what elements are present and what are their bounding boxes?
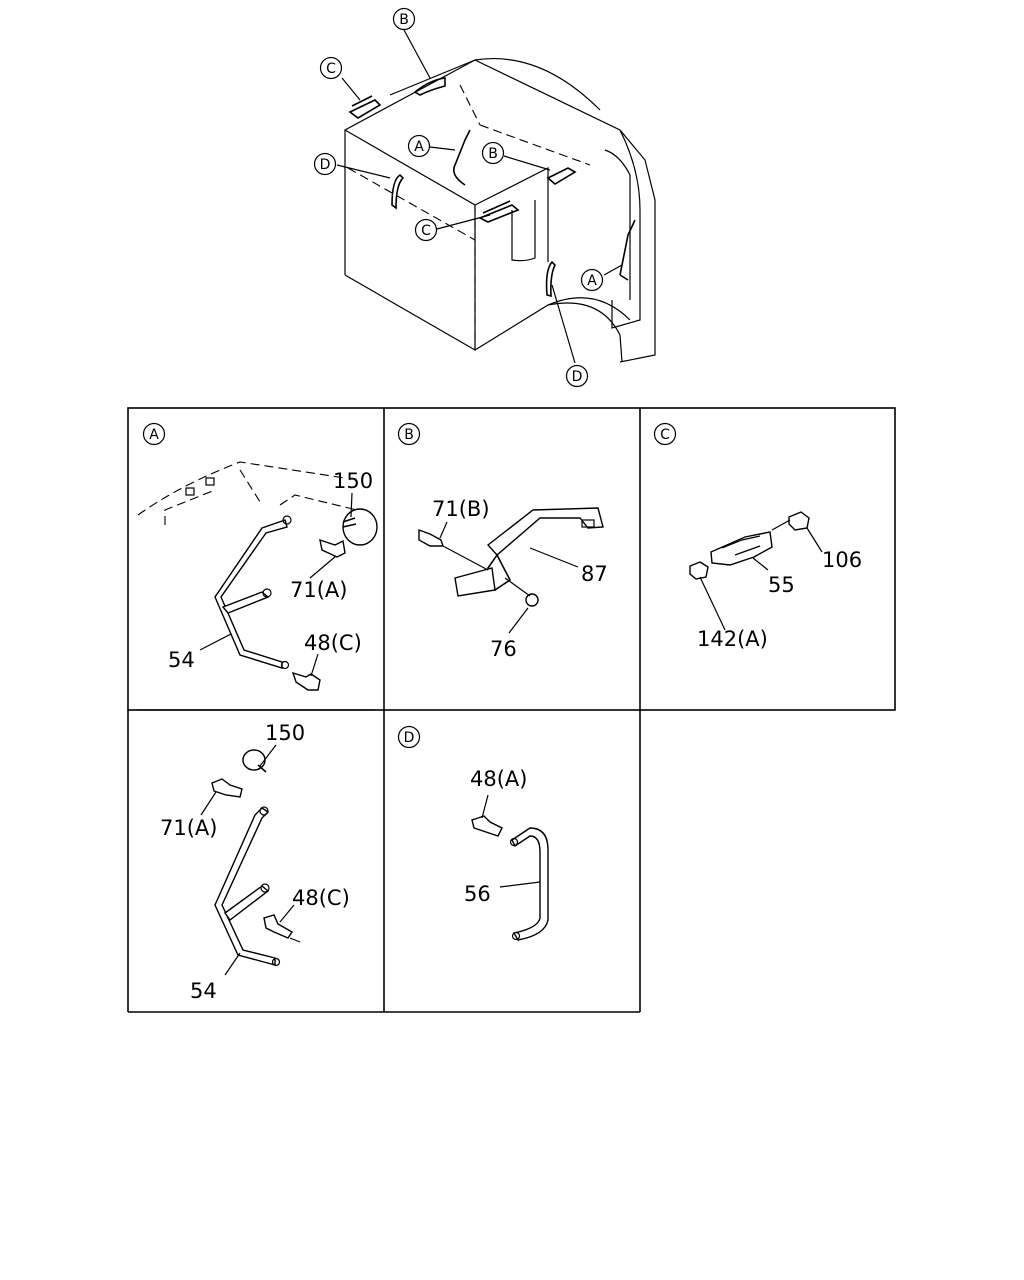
overview-callout-a-center: A xyxy=(407,134,431,158)
overview-callout-c-center: C xyxy=(414,218,438,242)
overview-handle-c2 xyxy=(478,200,520,223)
panel-a-tag: A xyxy=(142,422,166,446)
panel-d: D 48(A) 56 xyxy=(397,725,549,941)
panel-a-label-71a: 71(A) xyxy=(290,578,347,602)
panel-d-handle-56 xyxy=(511,827,549,941)
detail-grid xyxy=(127,407,896,1013)
panel-b-tag: B xyxy=(397,422,421,446)
panel-b-nut-76 xyxy=(525,593,539,607)
panel-a2-label-54: 54 xyxy=(190,979,217,1003)
overview-callout-d-left: D xyxy=(313,152,337,176)
panel-d-label-48a: 48(A) xyxy=(470,767,527,791)
panel-d-bolt-48a xyxy=(471,815,503,837)
panel-c-tag: C xyxy=(653,422,677,446)
panel-c-label-55: 55 xyxy=(768,573,795,597)
panel-a: A 150 71(A) 48(C) 54 xyxy=(137,422,378,691)
panel-d-label-56: 56 xyxy=(464,882,491,906)
cab-overview: B C A B D C A D xyxy=(313,7,656,388)
panel-a2-label-71a: 71(A) xyxy=(160,816,217,840)
panel-a2-label-48c: 48(C) xyxy=(292,886,350,910)
svg-text:A: A xyxy=(414,139,424,155)
overview-handle-a-right xyxy=(619,219,636,281)
svg-text:D: D xyxy=(320,157,331,173)
svg-text:B: B xyxy=(488,146,498,162)
panel-a-label-150: 150 xyxy=(333,469,373,493)
panel-c-label-106: 106 xyxy=(822,548,862,572)
overview-callout-b-center: B xyxy=(481,141,505,165)
panel-a-exploded: 150 71(A) 48(C) 54 xyxy=(160,721,350,1003)
panel-a2-label-150: 150 xyxy=(265,721,305,745)
panel-b-screw-71b xyxy=(418,529,444,547)
panel-c-bracket-55 xyxy=(710,531,773,566)
panel-a2-cap-150 xyxy=(242,749,266,771)
panel-b-handle-87 xyxy=(486,507,604,556)
panel-a2-bolt-48 xyxy=(263,914,293,939)
panel-a2-handle-54 xyxy=(214,807,276,966)
panel-a-bolt-71 xyxy=(319,538,346,558)
panel-b-label-71b: 71(B) xyxy=(432,497,490,521)
svg-text:D: D xyxy=(404,730,415,746)
panel-c-nut-142 xyxy=(689,561,709,580)
panel-a2-bolt-71 xyxy=(211,778,243,798)
svg-text:D: D xyxy=(572,369,583,385)
overview-handle-d xyxy=(391,173,405,210)
overview-handle-b2 xyxy=(546,167,577,185)
panel-d-tag: D xyxy=(397,725,421,749)
overview-handle-a xyxy=(452,129,471,186)
panel-c-bolt-106 xyxy=(788,511,810,531)
svg-text:B: B xyxy=(404,427,414,443)
panel-a-label-54: 54 xyxy=(168,648,195,672)
overview-handle-b xyxy=(413,77,446,96)
overview-callout-d-bottom: D xyxy=(565,364,589,388)
panel-a-cap-150 xyxy=(342,508,378,546)
panel-b-label-87: 87 xyxy=(581,562,608,586)
svg-text:B: B xyxy=(399,12,409,28)
panel-c: C 106 55 142(A) xyxy=(653,422,862,651)
overview-handle-d2 xyxy=(545,260,556,298)
overview-callout-a-right: A xyxy=(580,268,604,292)
panel-b: B 71(B) 87 76 xyxy=(397,422,608,661)
svg-text:C: C xyxy=(660,427,670,443)
svg-text:C: C xyxy=(326,61,336,77)
svg-text:C: C xyxy=(421,223,431,239)
panel-a-bolt-48 xyxy=(291,671,321,691)
panel-a-label-48c: 48(C) xyxy=(304,631,362,655)
panel-b-label-76: 76 xyxy=(490,637,517,661)
overview-handle-c xyxy=(348,95,382,119)
overview-callout-c-top: C xyxy=(319,56,343,80)
overview-callout-b-top: B xyxy=(392,7,416,31)
svg-text:A: A xyxy=(149,427,159,443)
panel-a-handle-54 xyxy=(214,519,288,669)
panel-c-label-142a: 142(A) xyxy=(697,627,768,651)
svg-text:A: A xyxy=(587,273,597,289)
